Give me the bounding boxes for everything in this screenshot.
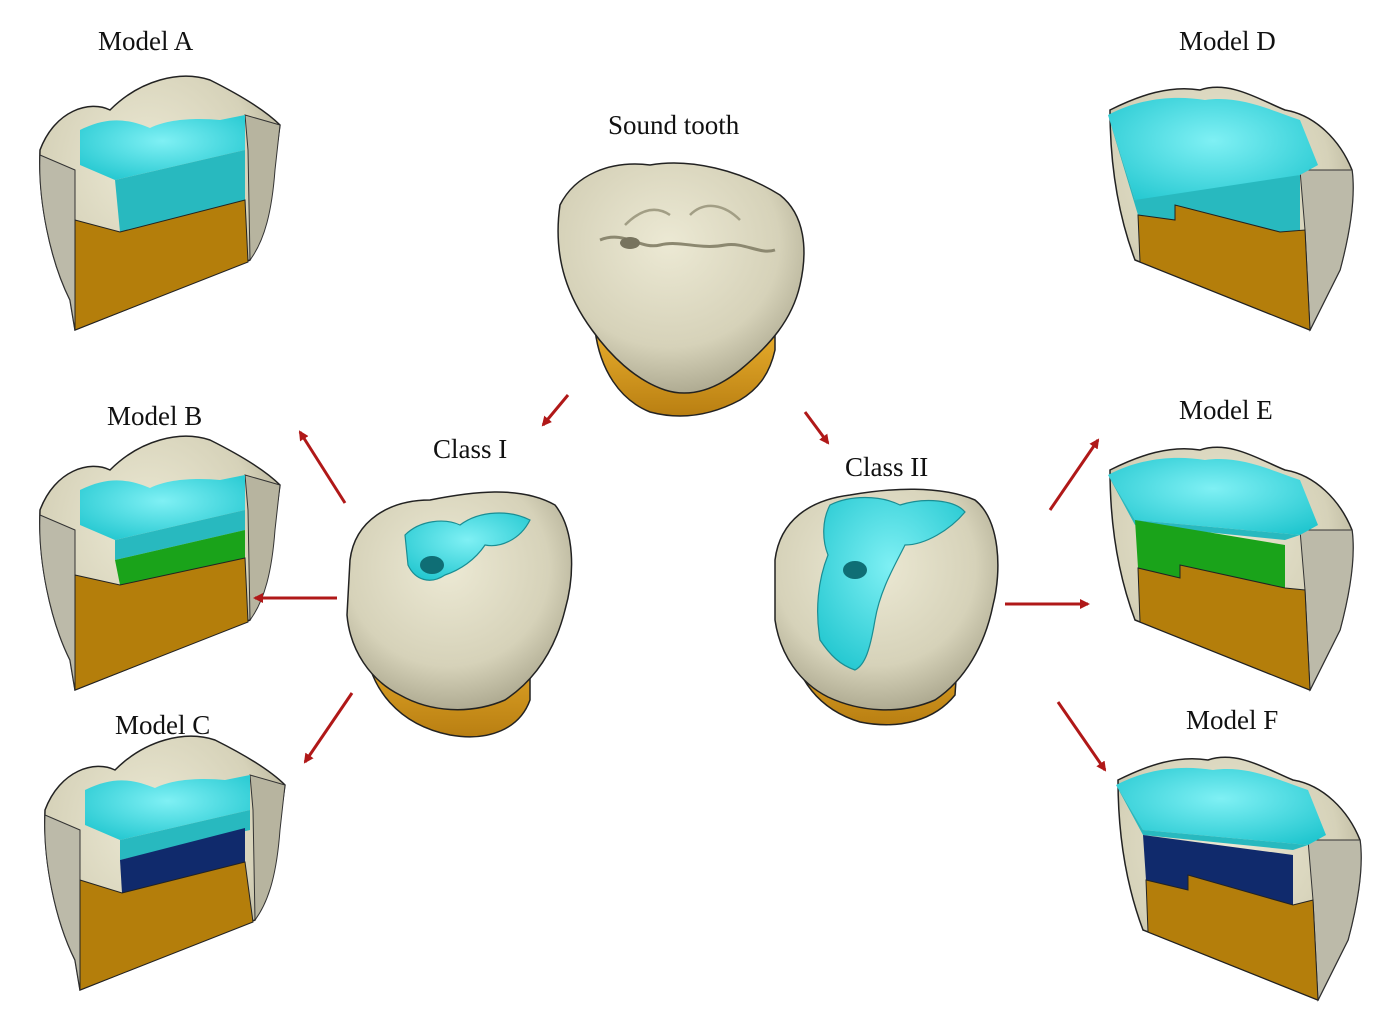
class-ii-tooth xyxy=(774,488,999,726)
arrow-class-i-to-model-c xyxy=(303,692,354,764)
arrow-sound-to-class-i xyxy=(541,394,570,427)
label-model-c: Model C xyxy=(115,710,211,740)
sound-tooth xyxy=(557,162,805,417)
model-a xyxy=(39,75,281,332)
model-f xyxy=(1116,756,1362,1002)
model-d xyxy=(1108,86,1354,332)
model-b xyxy=(39,435,281,692)
arrow-class-i-to-model-b-top xyxy=(298,430,347,504)
model-c xyxy=(44,735,286,992)
label-class-i: Class I xyxy=(433,434,508,464)
class-i-tooth xyxy=(346,491,573,738)
label-model-d: Model D xyxy=(1179,26,1276,56)
model-e xyxy=(1108,446,1354,692)
label-model-f: Model F xyxy=(1186,705,1279,735)
arrow-class-ii-to-model-e-top xyxy=(1048,438,1100,511)
label-class-ii: Class II xyxy=(845,452,929,482)
label-model-a: Model A xyxy=(98,26,194,56)
arrows xyxy=(253,394,1107,772)
label-model-e: Model E xyxy=(1179,395,1273,425)
label-model-b: Model B xyxy=(107,401,203,431)
arrow-class-ii-to-model-f xyxy=(1056,701,1107,772)
sound-tooth-crown xyxy=(557,162,805,394)
label-sound-tooth: Sound tooth xyxy=(608,110,740,140)
arrow-sound-to-class-ii xyxy=(803,411,830,445)
class-i-crown xyxy=(346,491,573,711)
class-ii-restoration xyxy=(817,496,966,671)
